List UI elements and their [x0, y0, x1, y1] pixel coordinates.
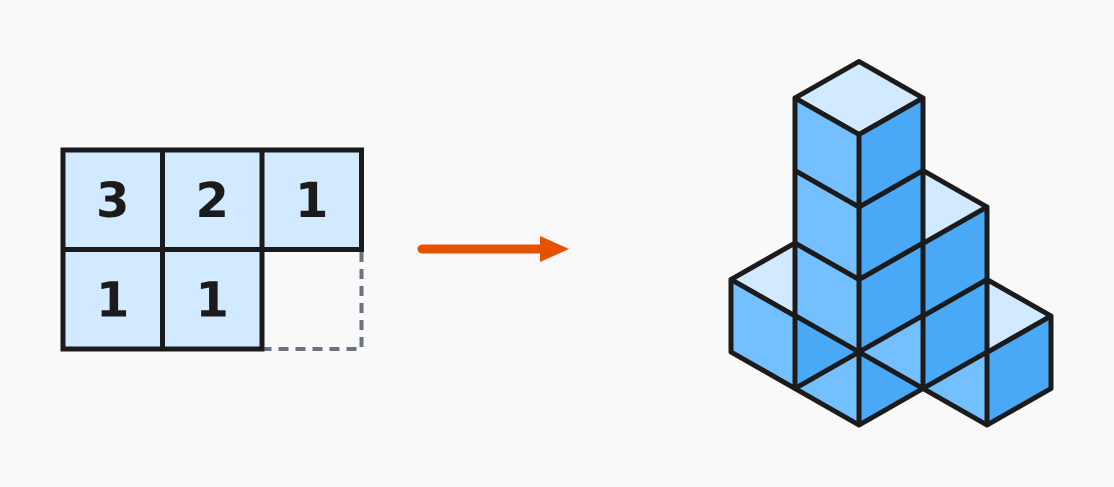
grid-cell — [160, 247, 265, 352]
grid-cell-label: 1 — [96, 272, 129, 328]
grid-cell-label: 2 — [196, 173, 229, 229]
arrow-right-icon — [417, 236, 569, 262]
isometric-cube-icon — [792, 59, 926, 210]
arrow-head — [540, 236, 569, 262]
grid-cell-label: 3 — [96, 173, 129, 229]
cube-stack — [728, 59, 1054, 428]
height-grid: 3 2 1 1 1 — [60, 147, 364, 352]
grid-cell-label: 1 — [295, 173, 328, 229]
grid-cell — [259, 147, 364, 252]
empty-grid-cell — [260, 247, 364, 351]
grid-cell-label: 1 — [196, 272, 229, 328]
cube-right-face — [856, 95, 926, 210]
cube-right-face — [984, 313, 1054, 428]
